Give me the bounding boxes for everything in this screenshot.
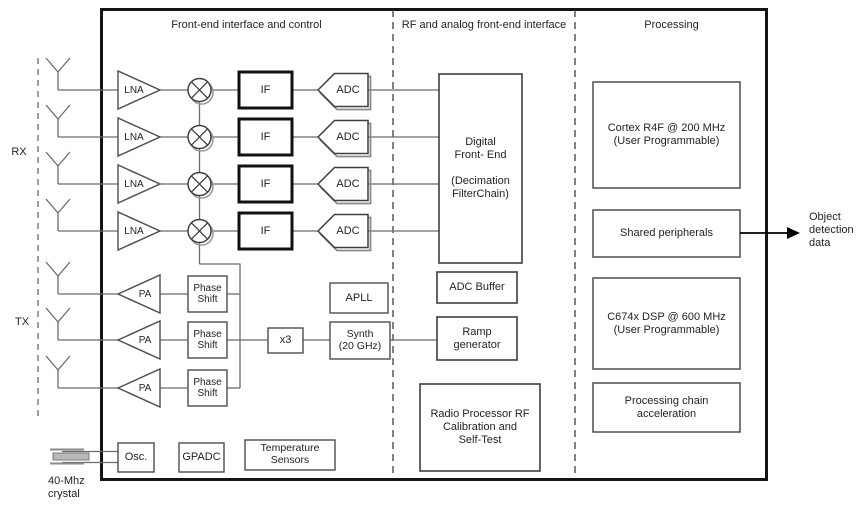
phase-shift-blocks xyxy=(187,275,228,407)
lna-triangle xyxy=(117,69,162,111)
tx-wires xyxy=(58,293,437,389)
misc-blocks xyxy=(117,439,336,473)
adc-pentagon xyxy=(316,119,369,155)
apll-box xyxy=(329,282,389,314)
synth-box xyxy=(329,321,391,360)
rx-antennas xyxy=(45,57,71,231)
pa-amplifiers xyxy=(116,273,161,409)
pa-triangle xyxy=(116,367,161,409)
adc-buffer-box xyxy=(436,271,518,304)
processing-section-blocks xyxy=(592,81,741,433)
gpadc-box xyxy=(178,442,225,473)
antenna-icon xyxy=(45,355,71,388)
lna-triangle xyxy=(117,210,162,252)
adc-pentagon xyxy=(316,72,369,108)
lna-amplifiers xyxy=(117,69,162,252)
crystal-icon xyxy=(50,448,118,465)
digital-front-end-box xyxy=(438,73,523,264)
rx-wires xyxy=(58,89,439,388)
x3-multiplier-box xyxy=(267,327,304,354)
rf-section-blocks xyxy=(419,73,541,472)
lo-generation xyxy=(267,282,391,360)
if-box xyxy=(237,117,294,157)
phase-shift-box xyxy=(187,369,228,407)
c674x-dsp-box xyxy=(592,277,741,370)
shared-peripherals-box xyxy=(592,209,741,258)
phase-shift-box xyxy=(187,275,228,313)
adc-blocks xyxy=(316,72,372,252)
if-box xyxy=(237,164,294,204)
object-detection-arrow xyxy=(740,227,800,239)
if-blocks xyxy=(237,70,294,251)
adc-pentagon xyxy=(316,166,369,202)
antenna-icon xyxy=(45,198,71,231)
processing-chain-accel-box xyxy=(592,382,741,433)
temperature-sensors-box xyxy=(244,439,336,471)
radio-processor-box xyxy=(419,383,541,472)
lna-triangle xyxy=(117,163,162,205)
antenna-icon xyxy=(45,307,71,340)
if-box xyxy=(237,211,294,251)
adc-pentagon xyxy=(316,213,369,249)
osc-box xyxy=(117,442,155,473)
chip-boundary-box xyxy=(100,8,768,481)
cortex-r4f-box xyxy=(592,81,741,189)
pa-triangle xyxy=(116,319,161,361)
tx-antennas xyxy=(45,261,71,388)
antenna-icon xyxy=(45,104,71,137)
antenna-icon xyxy=(45,151,71,184)
mixers xyxy=(187,77,214,246)
lna-triangle xyxy=(117,116,162,158)
pa-triangle xyxy=(116,273,161,315)
ramp-generator-box xyxy=(436,316,518,361)
antenna-icon xyxy=(45,57,71,90)
if-box xyxy=(237,70,294,110)
arrowhead-icon xyxy=(787,227,800,239)
antenna-icon xyxy=(45,261,71,294)
phase-shift-box xyxy=(187,321,228,359)
